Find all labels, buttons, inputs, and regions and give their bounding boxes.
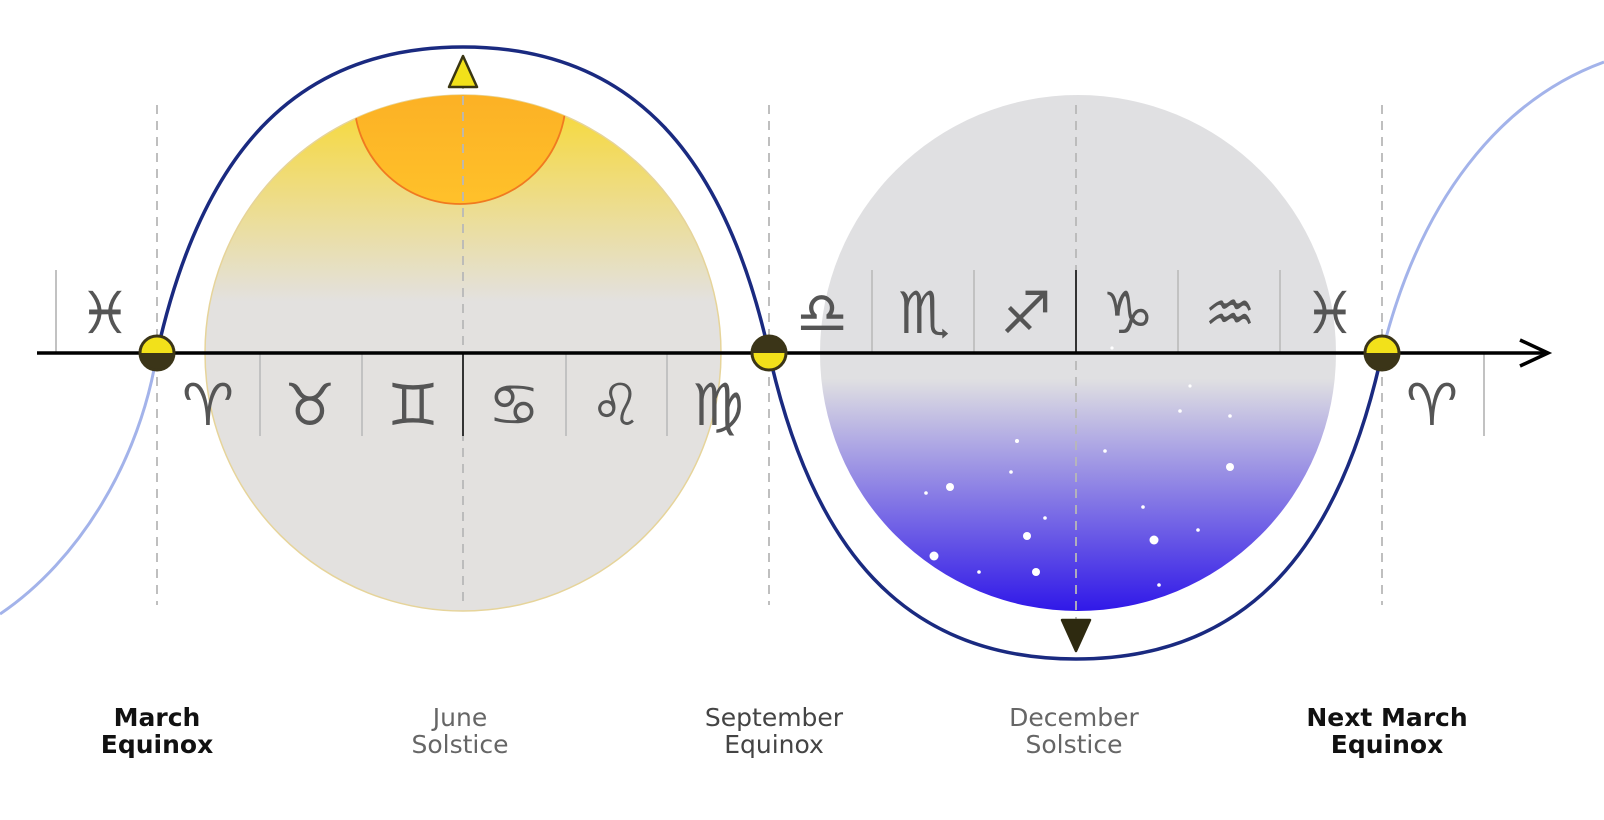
march-equinox-marker	[138, 334, 176, 372]
star	[1149, 535, 1159, 545]
june-solstice-label: June Solstice	[411, 703, 508, 759]
september-equinox-label: September Equinox	[705, 703, 844, 759]
aries-icon: ♈	[1406, 371, 1458, 439]
pisces-icon: ♓	[79, 279, 131, 347]
december-solstice-label: December Solstice	[1009, 703, 1139, 759]
star	[1110, 346, 1114, 350]
star	[1043, 516, 1047, 520]
label-line-1: June	[431, 703, 487, 732]
next-march-equinox-marker	[1363, 334, 1401, 372]
star	[977, 570, 981, 574]
label-line-2: Equinox	[724, 730, 824, 759]
star	[1103, 449, 1107, 453]
cancer-icon: ♋	[488, 371, 540, 439]
guide-lines	[156, 80, 1383, 620]
label-line-1: December	[1009, 703, 1139, 732]
solstice-dividers	[462, 270, 1077, 436]
libra-icon: ♎	[796, 279, 848, 347]
leo-icon: ♌	[590, 371, 642, 439]
star	[1015, 439, 1019, 443]
star	[924, 491, 928, 495]
axis-arrowhead	[1519, 338, 1553, 368]
ecliptic-curve-faded-left	[0, 352, 159, 616]
stars	[924, 346, 1234, 587]
zodiac-row-upper: ♓ ♎ ♏ ♐ ♑ ♒ ♓	[79, 279, 1356, 347]
star	[1188, 384, 1192, 388]
star	[1157, 583, 1161, 587]
label-line-1: March	[114, 703, 201, 732]
aquarius-icon: ♒	[1204, 279, 1256, 347]
star	[1178, 409, 1182, 413]
label-line-2: Equinox	[101, 730, 213, 759]
label-line-1: September	[705, 703, 844, 732]
ecliptic-curve-faded-right	[1380, 60, 1604, 354]
zodiac-dividers	[55, 270, 1485, 436]
label-line-2: Equinox	[1331, 730, 1443, 759]
aries-icon: ♈	[182, 371, 234, 439]
label-line-2: Solstice	[1025, 730, 1122, 759]
zodiac-row-lower: ♈ ♉ ♊ ♋ ♌ ♍ ♈	[182, 371, 1458, 439]
star	[1009, 470, 1013, 474]
star	[946, 483, 954, 491]
december-solstice-arrow-down-icon	[1060, 618, 1092, 653]
star	[1141, 505, 1145, 509]
next-march-equinox-label: Next March Equinox	[1306, 703, 1467, 759]
star	[1226, 463, 1234, 471]
star	[1032, 568, 1040, 576]
star	[1023, 532, 1031, 540]
sun-icon	[353, 95, 567, 205]
time-axis	[37, 338, 1553, 368]
label-line-1: Next March	[1306, 703, 1467, 732]
capricorn-icon: ♑	[1102, 279, 1154, 347]
virgo-icon: ♍	[692, 371, 744, 439]
star	[1196, 528, 1200, 532]
star	[929, 551, 939, 561]
june-solstice-arrow-up-icon	[447, 54, 479, 89]
label-line-2: Solstice	[411, 730, 508, 759]
sagittarius-icon: ♐	[1000, 279, 1052, 347]
september-equinox-marker	[750, 334, 788, 372]
march-equinox-label: March Equinox	[101, 703, 213, 759]
star	[1228, 414, 1232, 418]
pisces-icon: ♓	[1304, 279, 1356, 347]
scorpio-icon: ♏	[898, 279, 950, 347]
gemini-icon: ♊	[387, 371, 439, 439]
taurus-icon: ♉	[284, 371, 336, 439]
